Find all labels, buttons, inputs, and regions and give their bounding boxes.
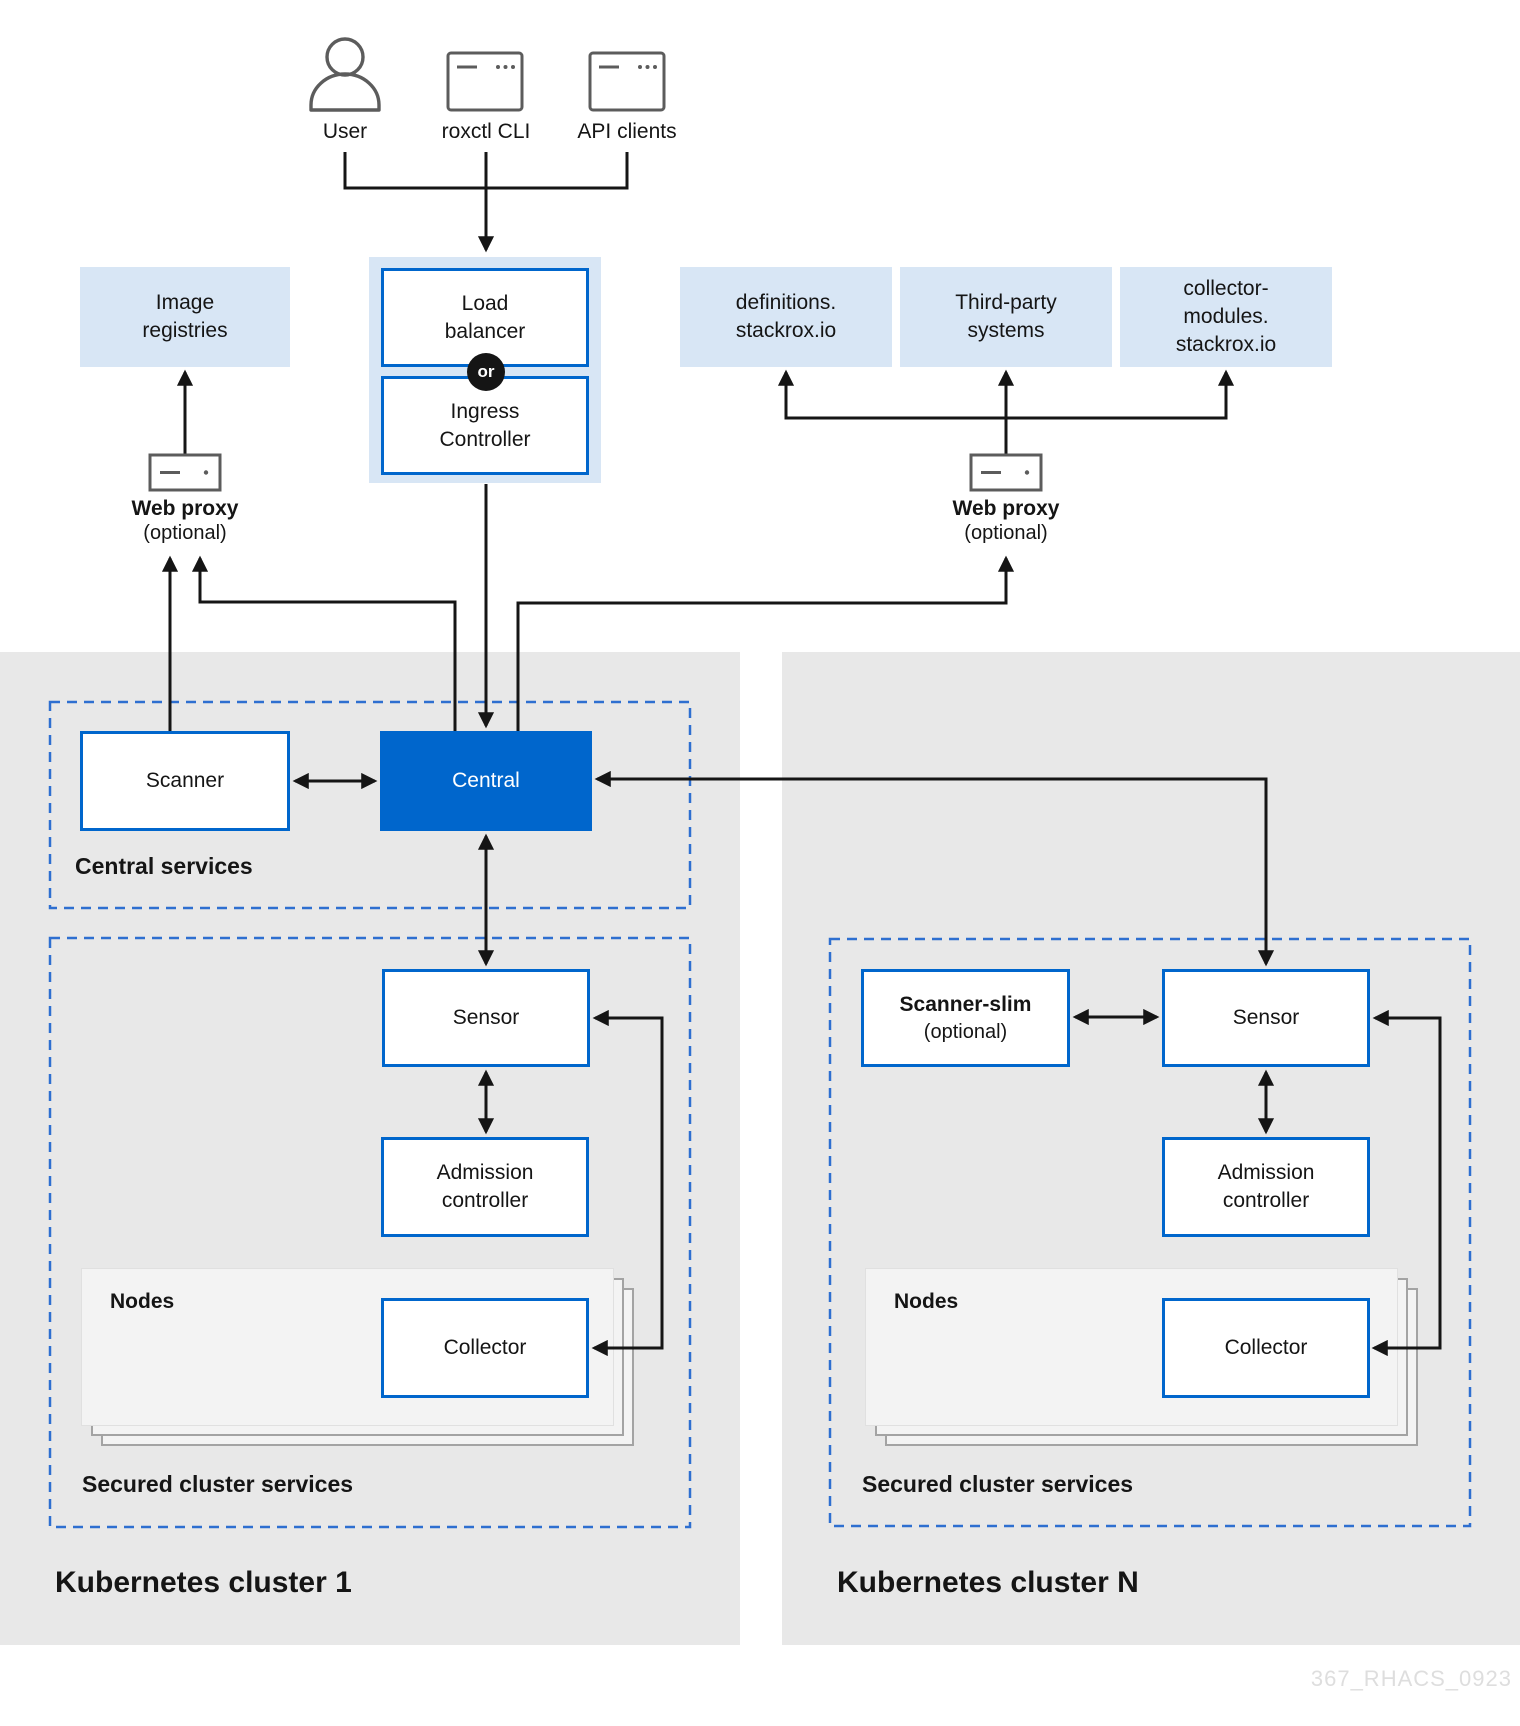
web-proxy-right-label: Web proxy (optional) [916,497,1096,545]
scanner-slim-box: Scanner-slim (optional) [861,969,1070,1067]
web-proxy-left-qualifier: (optional) [143,521,227,544]
third-party-systems-box: Third-party systems [900,267,1112,367]
roxctl-cli-label: roxctl CLI [441,120,531,143]
roxctl-cli-terminal-icon [446,51,524,112]
collector-box-cluster1: Collector [381,1298,589,1398]
scanner-slim-label: Scanner-slim [899,992,1032,1016]
api-clients-terminal-icon [588,51,666,112]
collector-box-clusterN: Collector [1162,1298,1370,1398]
connector-actors-merge [343,152,629,190]
web-proxy-left-label: Web proxy (optional) [95,497,275,545]
image-registries-box: Image registries [80,267,290,367]
web-proxy-right-server-icon [969,453,1043,492]
user-icon [309,37,381,112]
nodes-label-cluster1: Nodes [110,1290,175,1313]
central-services-label: Central services [75,853,253,879]
api-clients-label: API clients [577,120,677,143]
web-proxy-left-title: Web proxy [131,497,239,520]
nodes-label-clusterN: Nodes [894,1290,959,1313]
web-proxy-right-qualifier: (optional) [964,521,1048,544]
kubernetes-cluster1-title: Kubernetes cluster 1 [55,1566,352,1599]
web-proxy-right-title: Web proxy [952,497,1060,520]
central-box: Central [380,731,592,831]
watermark: 367_RHACS_0923 [1310,1666,1512,1691]
ingress-controller-box: Ingress Controller [381,376,589,475]
kubernetes-clusterN-title: Kubernetes cluster N [837,1566,1139,1599]
secured-cluster-services-label-clusterN: Secured cluster services [862,1471,1134,1497]
admission-controller-box-clusterN: Admission controller [1162,1137,1370,1237]
sensor-box-clusterN: Sensor [1162,969,1370,1067]
or-badge: or [467,353,505,391]
scanner-slim-qualifier: (optional) [923,1020,1008,1043]
admission-controller-box-cluster1: Admission controller [381,1137,589,1237]
secured-cluster-services-label-cluster1: Secured cluster services [82,1471,354,1497]
user-label: User [322,120,368,143]
definitions-stackrox-box: definitions. stackrox.io [680,267,892,367]
scanner-box: Scanner [80,731,290,831]
sensor-box-cluster1: Sensor [382,969,590,1067]
collector-modules-box: collector- modules. stackrox.io [1120,267,1332,367]
web-proxy-left-server-icon [148,453,222,492]
